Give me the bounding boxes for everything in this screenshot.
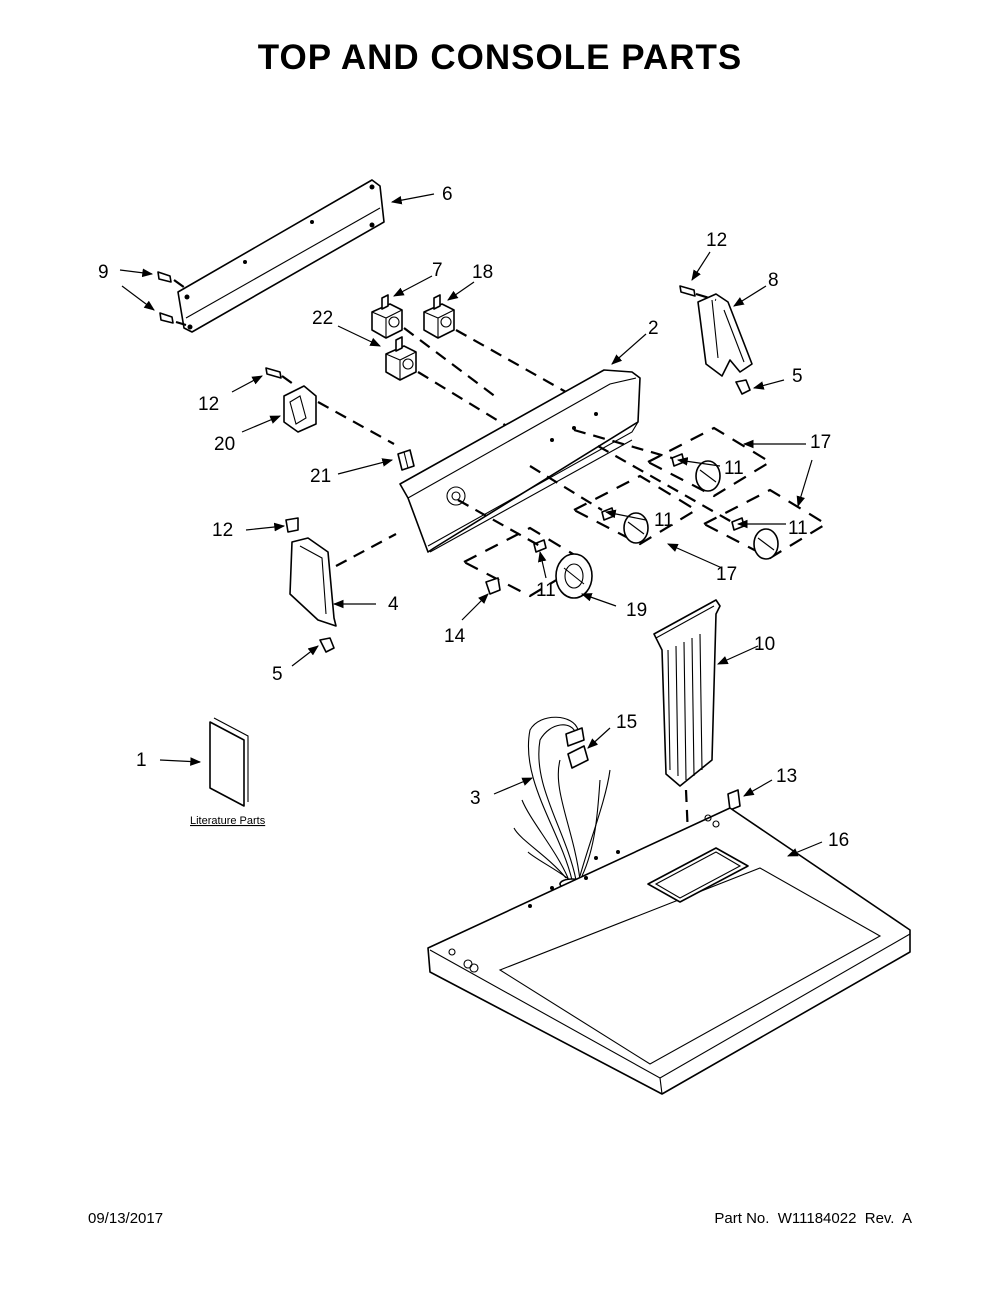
callout-8: 8 [768,270,779,291]
callout-11-a: 11 [724,458,744,479]
footer-date: 09/13/2017 [88,1210,164,1227]
callout-13: 13 [776,766,797,787]
callout-10: 10 [754,634,775,655]
leader-switch-18 [455,329,567,393]
callout-21: 21 [310,466,331,487]
callout-22: 22 [312,308,333,329]
callout-18: 18 [472,262,493,283]
switch-22 [385,336,417,381]
callout-2: 2 [648,318,659,339]
console-end-cap-right [679,285,753,377]
wire-clip [397,449,415,471]
callout-19: 19 [626,600,647,621]
callout-14: 14 [444,626,466,647]
callout-5-right: 5 [792,366,803,387]
page-title: TOP AND CONSOLE PARTS [257,38,743,77]
console-bracket-left [265,367,395,445]
top-panel [427,807,911,1095]
switch-18 [423,294,455,339]
callout-5-left: 5 [272,664,283,685]
terminal-block [567,745,589,769]
callout-16: 16 [828,830,849,851]
callout-1: 1 [136,750,147,771]
callout-15: 15 [616,712,637,733]
knob-box-4 [461,526,589,598]
leader-switch-22 [417,371,506,426]
callout-9: 9 [98,262,109,283]
console-end-cap-left [285,517,397,627]
console-screws [157,271,189,327]
leader-knob-3 [597,445,733,523]
clip-right [735,379,751,395]
callout-11-c: 11 [788,518,808,539]
callout-6: 6 [442,184,453,205]
screw-14 [485,577,501,595]
knob-box-3 [701,488,829,560]
clip-left [319,637,335,653]
console-panel [399,369,641,553]
wire-harness [513,716,611,890]
callout-12-top: 12 [706,230,727,251]
literature-label: Literature Parts [190,815,266,827]
callout-17-top: 17 [810,432,831,453]
leader-switch-7 [403,327,501,401]
literature-booklet: Literature Parts [190,717,266,827]
callout-labels: 6 9 7 18 22 12 8 5 2 12 20 21 12 17 11 1… [98,184,849,851]
console-back-panel [177,179,385,333]
callout-4: 4 [388,594,399,615]
callout-11-b: 11 [654,510,674,531]
knob-timer [533,539,593,599]
leader-timer-knob [457,499,541,547]
callout-7: 7 [432,260,443,281]
callout-11-d: 11 [536,580,556,601]
knob-1 [671,453,721,492]
callout-17-low: 17 [716,564,737,585]
leader-knob-2 [529,465,603,511]
knob-2 [601,507,649,544]
knob-box-2 [571,474,699,546]
control-board [653,599,721,881]
knob-box-1 [645,426,773,498]
footer-part-number: Part No. W11184022 Rev. A [714,1210,912,1227]
callout-20: 20 [214,434,235,455]
leader-knob-1 [573,428,673,460]
callout-12-low: 12 [212,520,233,541]
callout-arrows [119,193,823,857]
callout-12-mid: 12 [198,394,219,415]
switch-7 [371,294,403,339]
callout-3: 3 [470,788,481,809]
